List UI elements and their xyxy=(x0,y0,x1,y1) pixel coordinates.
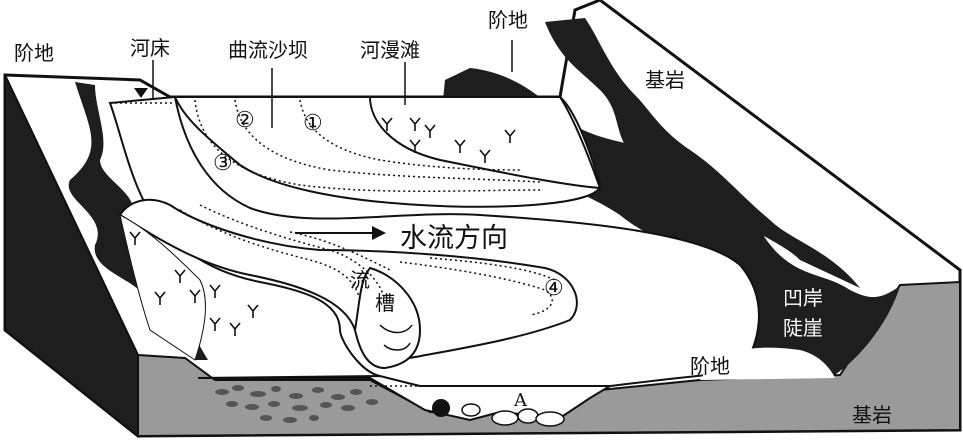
label-steep-cliff: 陡崖 xyxy=(783,316,823,340)
label-point-bar: 曲流沙坝 xyxy=(228,38,308,62)
marker-4: ④ xyxy=(544,276,564,301)
floodplain-upper xyxy=(368,96,602,190)
floodplain-lower xyxy=(119,214,206,361)
front-terrace xyxy=(700,347,835,380)
label-bedrock-bottom: 基岩 xyxy=(852,403,892,427)
label-floodplain: 河漫滩 xyxy=(360,38,420,62)
pebble xyxy=(461,403,481,417)
marker-3: ③ xyxy=(213,151,233,176)
riverbed-level-mark xyxy=(134,88,148,98)
label-riverbed: 河床 xyxy=(130,36,170,60)
pebble xyxy=(491,410,519,426)
upper-bedrock-strip xyxy=(545,18,860,288)
marker-2: ② xyxy=(235,108,255,133)
dark-cobble xyxy=(432,399,450,417)
flow-arrow xyxy=(295,226,386,240)
trough-curves xyxy=(379,324,413,351)
label-point-a: A xyxy=(514,390,527,411)
label-flow-direction: 水流方向 xyxy=(400,223,508,254)
label-trough-1: 流 xyxy=(350,268,370,292)
label-terrace-top: 阶地 xyxy=(488,8,528,32)
left-side-face xyxy=(4,74,139,439)
label-terrace-left: 阶地 xyxy=(14,41,54,65)
pebble xyxy=(517,408,539,424)
label-bedrock-top: 基岩 xyxy=(645,68,685,92)
vegetation-marks xyxy=(129,117,516,336)
marker-1: ① xyxy=(303,111,323,136)
label-concave-bank: 凹岸 xyxy=(783,286,823,310)
gravel-deposit xyxy=(215,385,378,423)
pebble xyxy=(535,411,565,427)
trough-lobe xyxy=(353,266,422,370)
accretion-lines xyxy=(179,99,556,316)
label-terrace-bottom: 阶地 xyxy=(690,354,730,378)
point-bar-lower xyxy=(118,198,578,362)
label-trough-2: 槽 xyxy=(375,291,395,315)
